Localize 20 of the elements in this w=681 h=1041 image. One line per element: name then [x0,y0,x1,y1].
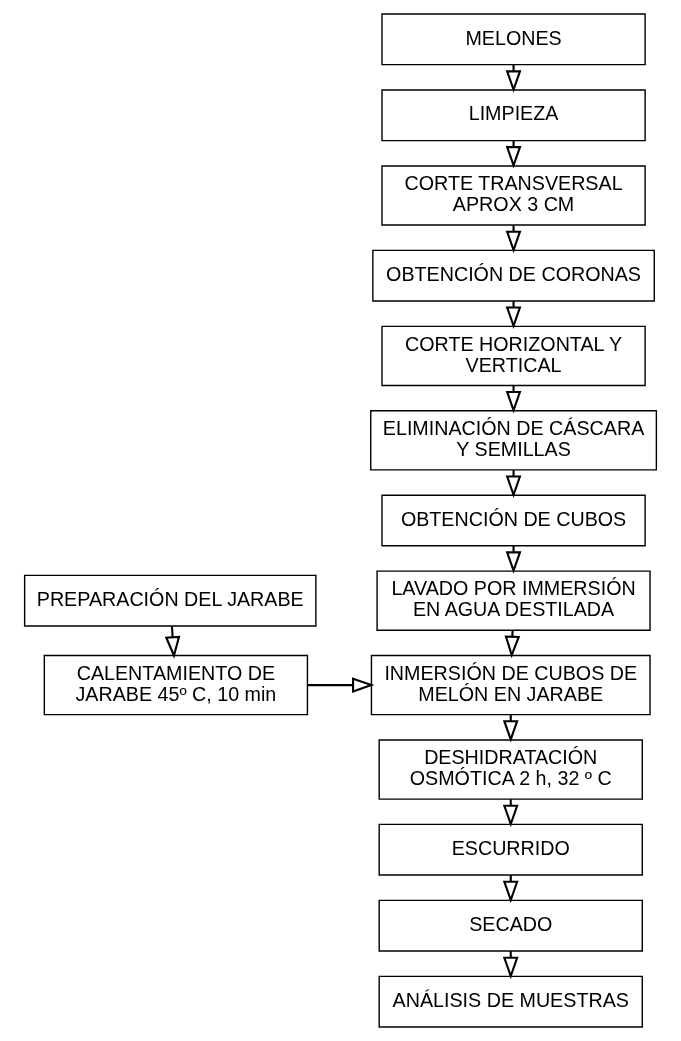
node-box: ESCURRIDO [378,823,643,876]
node-box: OBTENCIÓN DE CORONAS [372,249,655,302]
arrow [502,799,519,828]
node-box: ELIMINACIÓN DE CÁSCARA Y SEMILLAS [370,410,658,471]
node-box: LIMPIEZA [381,89,646,142]
node-box: MELONES [381,13,646,66]
node-box: CORTE HORIZONTAL Y VERTICAL [381,325,646,387]
node-box: ANÁLISIS DE MUESTRAS [378,975,643,1028]
node-box: CALENTAMIENTO DE JARABE 45º C, 10 min [43,654,309,716]
arrow [164,626,181,659]
node-box: SECADO [378,899,643,952]
arrow [504,630,521,659]
node-box: INMERSIÓN DE CUBOS DE MELÓN EN JARABE [370,654,651,716]
node-box: PREPARACIÓN DEL JARABE [23,574,317,627]
node-box: DESHIDRATACIÓN OSMÓTICA 2 h, 32 º C [378,739,643,800]
node-box: CORTE TRANSVERSAL APROX 3 CM [381,165,646,226]
arrow [505,225,522,254]
arrow [308,677,375,693]
node-box: LAVADO POR IMMERSIÓN EN AGUA DESTILADA [376,570,651,631]
node-box: OBTENCIÓN DE CUBOS [381,494,646,547]
